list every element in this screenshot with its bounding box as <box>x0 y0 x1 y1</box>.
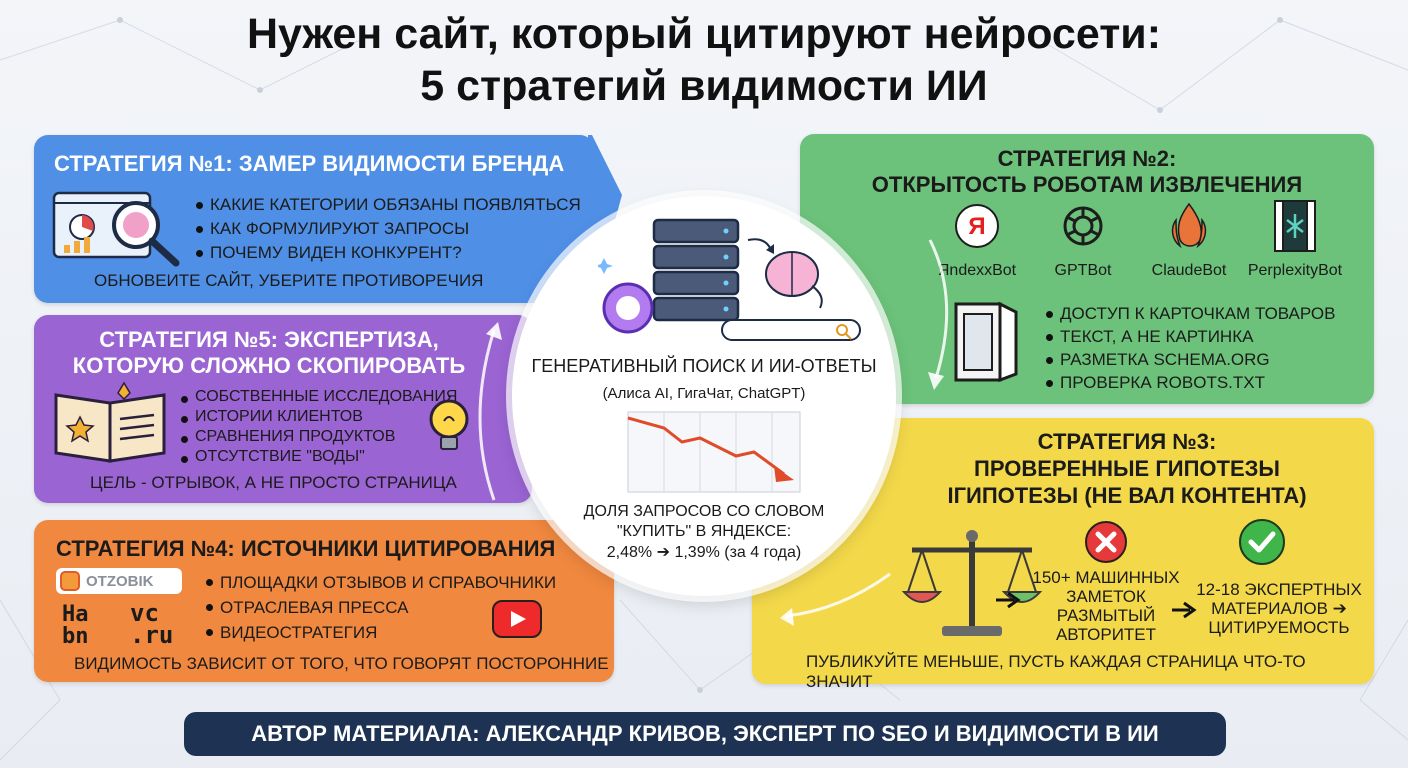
svg-text:Я: Я <box>968 213 985 240</box>
decline-chart-illustration <box>627 411 801 493</box>
strategy-5-list: СОБСТВЕННЫЕ ИССЛЕДОВАНИЯ ИСТОРИИ КЛИЕНТО… <box>179 387 457 467</box>
title-line-2: 5 стратегий видимости ИИ <box>420 62 988 110</box>
strategy-3-title-line-2: ПРОВЕРЕННЫЕ ГИПОТЕЗЫ <box>974 456 1280 481</box>
list-item: ТЕКСТ, А НЕ КАРТИНКА <box>1044 325 1335 348</box>
good-line: 12-18 ЭКСПЕРТНЫХ <box>1196 580 1362 599</box>
list-item: ПЛОЩАДКИ ОТЗЫВОВ И СПРАВОЧНИКИ <box>204 570 556 595</box>
list-item: КАК ФОРМУЛИРУЮТ ЗАПРОСЫ <box>194 217 581 241</box>
bot-perplexity: PerplexityBot <box>1240 200 1350 280</box>
strategy-3-title: СТРАТЕГИЯ №3: ПРОВЕРЕННЫЕ ГИПОТЕЗЫ ІГИПО… <box>892 428 1362 509</box>
strategy-4-title: СТРАТЕГИЯ №4: ИСТОЧНИКИ ЦИТИРОВАНИЯ <box>56 536 556 561</box>
list-item: ПОЧЕМУ ВИДЕН КОНКУРЕНТ? <box>194 241 581 265</box>
openai-icon <box>1059 200 1107 252</box>
bot-yandex: Я ЯndexxBot <box>922 200 1032 280</box>
bot-claude: ClaudeBot <box>1134 200 1244 280</box>
strategy-2-title: СТРАТЕГИЯ №2: ОТКРЫТОСТЬ РОБОТАМ ИЗВЛЕЧЕ… <box>800 146 1374 198</box>
bot-gpt: GPTBot <box>1028 200 1138 280</box>
strategy-4-card: СТРАТЕГИЯ №4: ИСТОЧНИКИ ЦИТИРОВАНИЯ OTZO… <box>34 520 614 682</box>
strategy-3-title-line-1: СТРАТЕГИЯ №3: <box>1037 429 1217 454</box>
strategy-4-footer: ВИДИМОСТЬ ЗАВИСИТ ОТ ТОГО, ЧТО ГОВОРЯТ П… <box>74 654 609 673</box>
otzovik-badge-icon <box>60 571 80 591</box>
strategy-3-footer: ПУБЛИКУЙТЕ МЕНЬШЕ, ПУСТЬ КАЖДАЯ СТРАНИЦА… <box>806 652 1306 691</box>
strategy-5-footer: ЦЕЛЬ - ОТРЫВОК, А НЕ ПРОСТО СТРАНИЦА <box>90 473 457 492</box>
yandex-icon: Я <box>953 200 1001 252</box>
perplexity-icon <box>1271 200 1319 252</box>
claude-icon <box>1165 200 1213 252</box>
list-item: КАКИЕ КАТЕГОРИИ ОБЯЗАНЫ ПОЯВЛЯТЬСЯ <box>194 193 581 217</box>
bot-label: PerplexityBot <box>1247 262 1343 279</box>
analytics-magnifier-icon <box>52 191 180 267</box>
list-item: ПРОВЕРКА ROBOTS.TXT <box>1044 371 1335 394</box>
center-subtitle: (Алиса AI, ГигаЧат, ChatGPT) <box>602 385 806 402</box>
open-book-icon <box>54 381 166 463</box>
youtube-icon <box>492 600 542 638</box>
good-line: ЦИТИРУЕМОСТЬ <box>1208 618 1350 637</box>
bot-label: ClaudeBot <box>1151 262 1227 279</box>
vc-logo-top: VC <box>130 599 159 627</box>
strategy-5-title-line-1: СТРАТЕГИЯ №5: ЭКСПЕРТИЗА, <box>99 327 439 352</box>
server-ai-illustration <box>598 218 861 341</box>
arrow-right-icon <box>1172 601 1197 619</box>
strategy-5-title: СТРАТЕГИЯ №5: ЭКСПЕРТИЗА, КОТОРУЮ СЛОЖНО… <box>34 327 504 379</box>
strategy-1-list: КАКИЕ КАТЕГОРИИ ОБЯЗАНЫ ПОЯВЛЯТЬСЯ КАК Ф… <box>194 193 581 265</box>
strategy-5-card: СТРАТЕГИЯ №5: ЭКСПЕРТИЗА, КОТОРУЮ СЛОЖНО… <box>34 315 532 503</box>
list-item: ДОСТУП К КАРТОЧКАМ ТОВАРОВ <box>1044 302 1335 325</box>
author-banner: АВТОР МАТЕРИАЛА: АЛЕКСАНДР КРИВОВ, ЭКСПЕ… <box>184 712 1226 756</box>
bad-line: РАЗМЫТЫЙ <box>1056 606 1156 625</box>
otzovik-logo-text: OTZOBIK <box>86 572 154 590</box>
list-item: СРАВНЕНИЯ ПРОДУКТОВ <box>179 427 457 447</box>
center-stat-label: ДОЛЯ ЗАПРОСОВ СО СЛОВОМ "КУПИТЬ" В ЯНДЕК… <box>512 502 896 542</box>
center-title: ГЕНЕРАТИВНЫЙ ПОИСК И ИИ-ОТВЕТЫ <box>531 356 877 376</box>
page-title: Нужен сайт, который цитируют нейросети: … <box>0 8 1408 112</box>
center-circle: ГЕНЕРАТИВНЫЙ ПОИСК И ИИ-ОТВЕТЫ (Алиса AI… <box>512 196 896 596</box>
list-item: СОБСТВЕННЫЕ ИССЛЕДОВАНИЯ <box>179 387 457 407</box>
strategy-3-title-line-3: ІГИПОТЕЗЫ (НЕ ВАЛ КОНТЕНТА) <box>947 483 1307 508</box>
bad-outcome-label: 150+ МАШИННЫХ ЗАМЕТОК РАЗМЫТЫЙ АВТОРИТЕТ <box>1024 568 1188 644</box>
bot-label: GPTBot <box>1054 262 1112 279</box>
bad-line: 150+ МАШИННЫХ <box>1032 568 1180 587</box>
arrow-right-icon <box>996 591 1021 609</box>
strategy-4-list: ПЛОЩАДКИ ОТЗЫВОВ И СПРАВОЧНИКИ ОТРАСЛЕВА… <box>204 570 556 645</box>
strategy-2-title-line-2: ОТКРЫТОСТЬ РОБОТАМ ИЗВЛЕЧЕНИЯ <box>871 172 1303 197</box>
vc-logo-bottom: .ru <box>130 621 174 649</box>
strategy-2-title-line-1: СТРАТЕГИЯ №2: <box>997 146 1177 171</box>
center-stat-line: ДОЛЯ ЗАПРОСОВ СО СЛОВОМ <box>583 503 825 520</box>
title-line-1: Нужен сайт, который цитируют нейросети: <box>246 10 1162 58</box>
habr-logo-top: Ha <box>62 602 89 627</box>
bad-line: АВТОРИТЕТ <box>1055 625 1157 644</box>
habr-logo-bottom: bn <box>62 624 89 649</box>
strategy-2-list: ДОСТУП К КАРТОЧКАМ ТОВАРОВ ТЕКСТ, А НЕ К… <box>1044 302 1335 394</box>
strategy-2-card: СТРАТЕГИЯ №2: ОТКРЫТОСТЬ РОБОТАМ ИЗВЛЕЧЕ… <box>800 134 1374 404</box>
strategy-1-title: СТРАТЕГИЯ №1: ЗАМЕР ВИДИМОСТИ БРЕНДА <box>54 151 565 176</box>
good-outcome-label: 12-18 ЭКСПЕРТНЫХ МАТЕРИАЛОВ ➔ ЦИТИРУЕМОС… <box>1194 580 1364 637</box>
habr-logo: Ha bn <box>62 604 89 648</box>
center-stat-line: "КУПИТЬ" В ЯНДЕКСЕ: <box>616 523 792 540</box>
good-line: МАТЕРИАЛОВ ➔ <box>1211 599 1347 618</box>
cross-icon <box>1085 521 1127 563</box>
otzovik-logo: OTZOBIK <box>56 568 182 594</box>
vc-ru-logo: VC .ru <box>130 599 174 649</box>
list-item: ОТСУТСТВИЕ "ВОДЫ" <box>179 447 457 467</box>
strategy-1-footer: ОБНОВЕИТЕ САЙТ, УБЕРИТЕ ПРОТИВОРЕЧИЯ <box>94 271 484 290</box>
list-item: ИСТОРИИ КЛИЕНТОВ <box>179 407 457 427</box>
strategy-3-card: СТРАТЕГИЯ №3: ПРОВЕРЕННЫЕ ГИПОТЕЗЫ ІГИПО… <box>752 418 1374 691</box>
lightbulb-icon <box>429 395 469 450</box>
strategy-1-card: СТРАТЕГИЯ №1: ЗАМЕР ВИДИМОСТИ БРЕНДА КАК… <box>34 135 594 303</box>
open-door-icon <box>954 301 1018 383</box>
balance-scale-icon <box>902 530 1042 636</box>
bad-line: ЗАМЕТОК <box>1066 587 1146 606</box>
center-stat-value: 2,48% ➔ 1,39% (за 4 года) <box>606 544 802 561</box>
list-item: РАЗМЕТКА SCHEMA.ORG <box>1044 348 1335 371</box>
list-item: ОТРАСЛЕВАЯ ПРЕССА <box>204 595 556 620</box>
check-icon <box>1239 519 1285 565</box>
strategy-5-title-line-2: КОТОРУЮ СЛОЖНО СКОПИРОВАТЬ <box>72 353 466 378</box>
bot-label: ЯndexxBot <box>937 262 1017 279</box>
list-item: ВИДЕОСТРАТЕГИЯ <box>204 620 556 645</box>
